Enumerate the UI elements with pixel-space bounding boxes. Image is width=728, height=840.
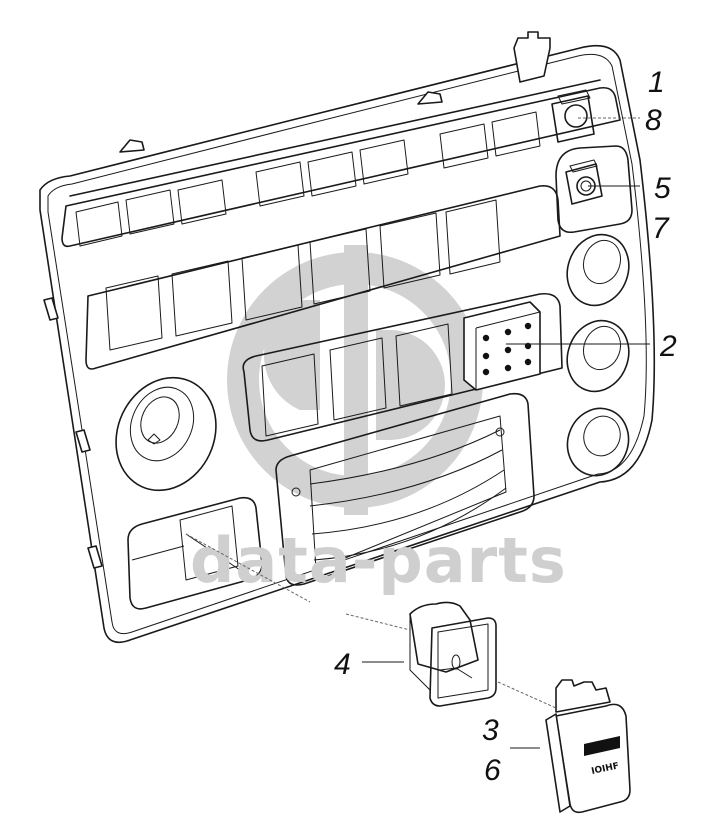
part-3-6-rocker-switch: IOIHF bbox=[545, 679, 631, 814]
callout-8: 8 bbox=[645, 104, 662, 137]
callout-1: 1 bbox=[648, 66, 665, 99]
round-knob bbox=[115, 376, 217, 492]
top-switch-row bbox=[61, 79, 621, 248]
callout-7: 7 bbox=[652, 212, 670, 245]
callout-2: 2 bbox=[659, 330, 677, 363]
round-vents bbox=[566, 233, 630, 477]
lower-switch-row bbox=[242, 292, 563, 442]
connector-block-2 bbox=[463, 301, 541, 391]
middle-switch-row bbox=[85, 145, 633, 370]
panel-frame bbox=[39, 31, 656, 644]
part-4-socket-frame bbox=[409, 601, 497, 707]
callout-3: 3 bbox=[482, 714, 499, 747]
callout-5: 5 bbox=[654, 172, 671, 205]
watermark-logo bbox=[227, 245, 483, 515]
callout-4: 4 bbox=[334, 648, 351, 681]
switch-1-8 bbox=[551, 89, 595, 143]
air-vent bbox=[275, 392, 535, 586]
leader-lines bbox=[185, 117, 650, 749]
bottom-left-switches bbox=[127, 496, 263, 610]
callout-6: 6 bbox=[484, 754, 501, 787]
switch-5-7 bbox=[555, 145, 633, 234]
watermark-text: data-parts bbox=[190, 524, 567, 597]
